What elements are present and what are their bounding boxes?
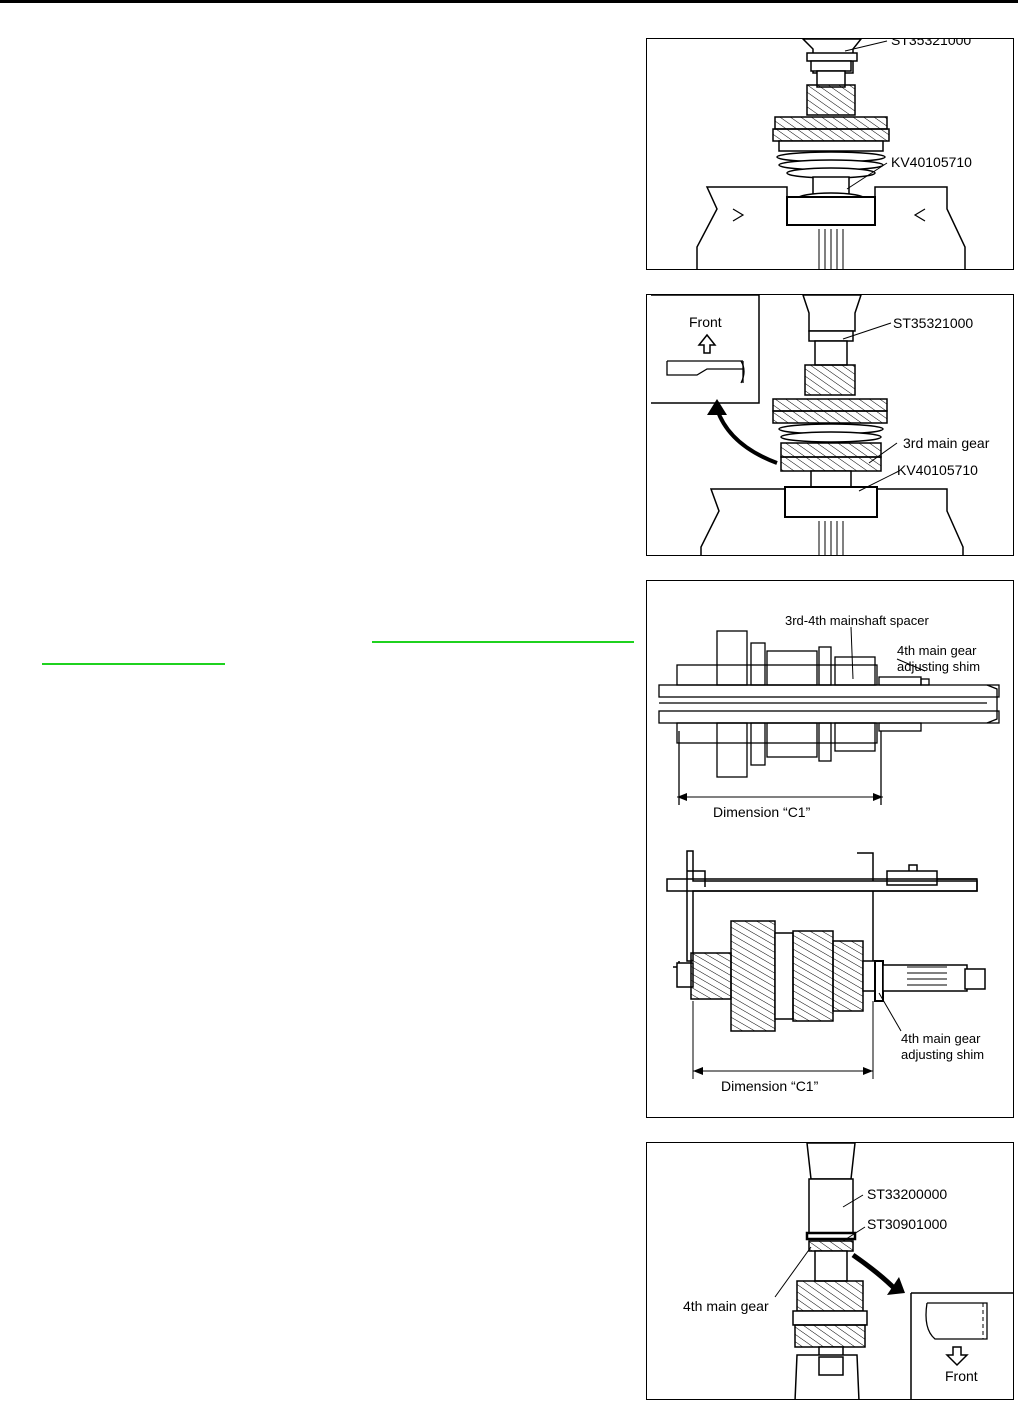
- cross-reference-link-continued[interactable]: [42, 663, 225, 665]
- figure-4-illustration: Front ST33200000 ST30901000 4th main gea…: [683, 1143, 1013, 1399]
- front-direction-label: Front: [689, 314, 722, 330]
- figure-press-3rd-main-gear: Front ST35321000 3rd main gear K: [646, 294, 1014, 556]
- tool-label-st35321000: ST35321000: [891, 39, 971, 48]
- figure-press-mainshaft-1: ST35321000 KV40105710: [646, 38, 1014, 270]
- tool-label-kv40105710: KV40105710: [891, 154, 972, 170]
- label-dimension-c1-bottom: Dimension “C1”: [721, 1078, 819, 1094]
- label-shim-top-line1: 4th main gear: [897, 643, 977, 658]
- tool-label-kv40105710: KV40105710: [897, 462, 978, 478]
- figure-press-4th-main-gear: Front ST33200000 ST30901000 4th main gea…: [646, 1142, 1014, 1400]
- label-shim-top-line2: adjusting shim: [897, 659, 980, 674]
- tool-label-st35321000: ST35321000: [893, 315, 973, 331]
- curved-arrow-icon: [707, 399, 727, 415]
- label-3rd-4th-mainshaft-spacer: 3rd-4th mainshaft spacer: [785, 613, 929, 628]
- tool-label-st33200000: ST33200000: [867, 1186, 947, 1202]
- label-shim-bottom-line1: 4th main gear: [901, 1031, 981, 1046]
- front-arrow-icon: [945, 1346, 969, 1367]
- figure-2-illustration: Front ST35321000 3rd main gear K: [651, 295, 990, 555]
- front-arrow-icon: [697, 333, 717, 354]
- part-label-3rd-main-gear: 3rd main gear: [903, 435, 990, 451]
- arrow-icon: [887, 1277, 905, 1295]
- part-label-4th-main-gear: 4th main gear: [683, 1298, 769, 1314]
- label-shim-bottom-line2: adjusting shim: [901, 1047, 984, 1062]
- label-dimension-c1-top: Dimension “C1”: [713, 804, 811, 820]
- front-direction-label: Front: [945, 1368, 978, 1384]
- page-top-rule: [0, 0, 1018, 3]
- figure-1-illustration: ST35321000 KV40105710: [696, 39, 972, 269]
- figure-dimension-c1: 3rd-4th mainshaft spacer 4th main gear a…: [646, 580, 1014, 1118]
- tool-label-st30901000: ST30901000: [867, 1216, 947, 1232]
- cross-reference-link[interactable]: [372, 641, 634, 643]
- figure-3-illustration: 3rd-4th mainshaft spacer 4th main gear a…: [658, 613, 1000, 1094]
